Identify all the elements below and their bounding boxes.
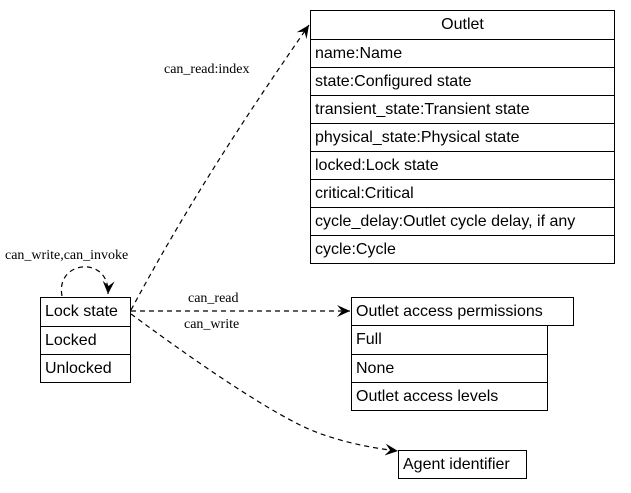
- access-permissions-values: Full None Outlet access levels: [351, 325, 548, 411]
- edge-self-loop: [60, 266, 115, 297]
- outlet-field-cycle-delay: cycle_delay:Outlet cycle delay, if any: [311, 207, 614, 235]
- access-permissions-title: Outlet access permissions: [356, 303, 543, 320]
- lock-state-value-locked: Locked: [41, 326, 130, 354]
- access-permissions-value-full: Full: [356, 331, 382, 348]
- outlet-title: Outlet: [441, 16, 484, 33]
- outlet-field-state: state:Configured state: [311, 67, 614, 95]
- outlet-class-box[interactable]: Outlet name:Name state:Configured state …: [310, 10, 615, 264]
- lock-state-value-unlocked: Unlocked: [41, 354, 130, 382]
- outlet-field-locked: locked:Lock state: [311, 151, 614, 179]
- edge-label-can-write: can_write: [184, 317, 240, 332]
- edge-label-can-read: can_read: [188, 291, 239, 306]
- edge-can-read-index: [130, 24, 310, 311]
- edge-label-can-read-index: can_read:index: [164, 62, 250, 77]
- access-permissions-value-levels: Outlet access levels: [352, 382, 547, 410]
- outlet-field-cycle: cycle:Cycle: [311, 235, 614, 263]
- lock-state-box[interactable]: Lock state Locked Unlocked: [40, 297, 131, 383]
- edge-label-self-loop: can_write,can_invoke: [5, 248, 129, 263]
- outlet-field-transient-state: transient_state:Transient state: [311, 95, 614, 123]
- lock-state-title: Lock state: [45, 303, 118, 320]
- access-permissions-value-none: None: [352, 354, 547, 382]
- agent-identifier-title: Agent identifier: [403, 456, 510, 473]
- edge-can-write: [130, 313, 399, 456]
- outlet-field-physical-state: physical_state:Physical state: [311, 123, 614, 151]
- access-permissions-box[interactable]: Outlet access permissions: [351, 297, 574, 326]
- agent-identifier-box[interactable]: Agent identifier: [398, 450, 527, 479]
- outlet-field-critical: critical:Critical: [311, 179, 614, 207]
- outlet-field-name: name:Name: [311, 39, 614, 67]
